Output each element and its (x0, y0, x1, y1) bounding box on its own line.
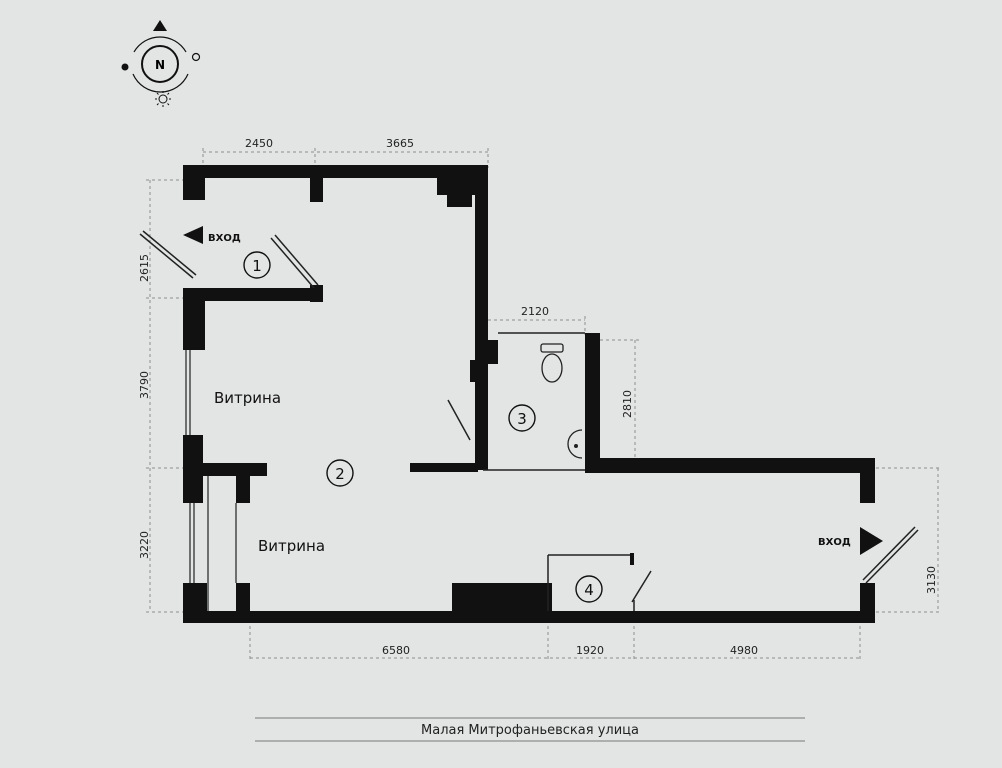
sun-icon (155, 91, 171, 107)
wall-bottom-block (452, 583, 552, 613)
showcase-1-label: Витрина (214, 389, 281, 407)
toilet-bowl-icon (541, 353, 563, 383)
compass-arc-top (133, 36, 187, 53)
room-1-number: 1 (252, 257, 262, 275)
wall-right-top (585, 458, 875, 473)
dim-top-left: 2450 (245, 137, 273, 150)
wall-top (183, 165, 488, 178)
dim-right-side: 3130 (925, 566, 938, 594)
dim-wc-height: 2810 (621, 390, 634, 418)
room-1-circle (243, 251, 271, 279)
wc-fixtures (540, 343, 583, 459)
dim-bottom-middle: 1920 (576, 644, 604, 657)
wall-showcase-column (236, 463, 250, 503)
room-4-circle (575, 575, 603, 603)
wall-right-upper (860, 458, 875, 503)
wall-wc-right (585, 333, 600, 470)
dim-wc-width: 2120 (521, 305, 549, 318)
wall-left-upper (183, 288, 205, 350)
compass: N (121, 20, 201, 107)
walls (183, 165, 875, 623)
wall-column-top-lower (447, 190, 472, 207)
dim-bottom-right: 4980 (730, 644, 758, 657)
toilet-tank-icon (540, 343, 564, 353)
room-2-circle (326, 459, 354, 487)
wall-top-stub (310, 165, 323, 202)
showcase-2-label: Витрина (258, 537, 325, 555)
room-markers (243, 251, 603, 603)
wall-wc-entry (470, 360, 483, 382)
sink-icon (567, 429, 583, 459)
dim-left-entrance: 2615 (138, 254, 151, 282)
compass-dot-east (191, 52, 201, 62)
door-entrance-1-leaf-a (139, 233, 194, 279)
wall-bottom (183, 611, 875, 623)
wall-right-lower (860, 583, 875, 623)
doors (139, 230, 919, 603)
entrance-1-arrow-icon (183, 226, 203, 244)
dim-left-lower: 3220 (138, 531, 151, 559)
dim-bottom-left: 6580 (382, 644, 410, 657)
door-entrance-1-leaf-b (274, 234, 319, 286)
wall-vestibule (183, 288, 323, 301)
thin-lines (185, 332, 635, 611)
door-wc (447, 399, 471, 441)
entrance-1-label: ВХОД (208, 233, 241, 244)
wall-inner-vertical (475, 165, 488, 470)
room-4-number: 4 (584, 581, 594, 599)
room-3-number: 3 (517, 410, 527, 428)
north-arrow-icon (153, 20, 167, 31)
door-entrance-2-leaf-a (865, 529, 919, 584)
room-2-number: 2 (335, 465, 345, 483)
wall-partition (410, 463, 478, 472)
room-3-circle (508, 404, 536, 432)
compass-north-label: N (155, 58, 165, 72)
dim-left-middle: 3790 (138, 371, 151, 399)
compass-ring (141, 45, 179, 83)
dim-top-right: 3665 (386, 137, 414, 150)
entrance-2-label: ВХОД (818, 537, 851, 548)
wall-showcase-top (183, 463, 267, 476)
compass-dot-west (121, 63, 129, 71)
street-name: Малая Митрофаньевская улица (421, 723, 639, 738)
door-room-4 (631, 570, 652, 603)
compass-arc-bottom (132, 73, 189, 93)
wall-wc-corner (480, 340, 498, 364)
entrance-2-arrow-icon (860, 527, 883, 555)
